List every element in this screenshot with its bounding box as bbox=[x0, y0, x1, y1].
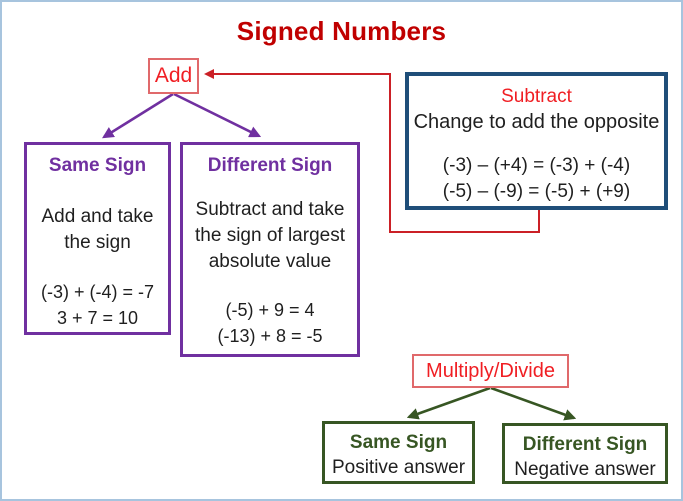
rule-line: the sign of largest bbox=[195, 225, 345, 246]
add-same-sign-title: Same Sign bbox=[48, 155, 147, 176]
example-line: (-5) + 9 = 4 bbox=[225, 300, 315, 320]
add-different-sign-rule: Subtract and take the sign of largest ab… bbox=[183, 197, 357, 275]
add-different-sign-box: Different Sign Subtract and take the sig… bbox=[180, 142, 360, 357]
page-title: Signed Numbers bbox=[236, 16, 447, 46]
subtract-examples: (-3) – (+4) = (-3) + (-4) (-5) – (-9) = … bbox=[409, 153, 664, 205]
add-different-sign-title: Different Sign bbox=[207, 155, 333, 176]
subtract-example-1: (-3) – (+4) = (-3) + (-4) bbox=[442, 155, 631, 176]
add-node-label: Add bbox=[154, 64, 193, 87]
add-same-sign-box: Same Sign Add and take the sign (-3) + (… bbox=[24, 142, 171, 335]
rule-line: the sign bbox=[64, 232, 131, 253]
multiply-same-sign-rule: Positive answer bbox=[331, 457, 466, 478]
example-line: 3 + 7 = 10 bbox=[56, 308, 139, 328]
rule-line: Subtract and take bbox=[195, 199, 345, 220]
multiply-different-sign-rule: Negative answer bbox=[514, 459, 656, 480]
add-same-sign-rule: Add and take the sign bbox=[27, 204, 168, 256]
subtract-example-2: (-5) – (-9) = (-5) + (+9) bbox=[442, 181, 631, 202]
add-to-same-sign-arrow bbox=[102, 92, 174, 139]
multiply-divide-label: Multiply/Divide bbox=[426, 359, 555, 382]
muldiv-to-same-sign-arrow bbox=[406, 386, 491, 420]
add-same-sign-examples: (-3) + (-4) = -7 3 + 7 = 10 bbox=[27, 279, 168, 331]
multiply-different-sign-box: Different Sign Negative answer bbox=[502, 423, 668, 484]
multiply-divide-node: Multiply/Divide bbox=[412, 354, 569, 388]
example-line: (-3) + (-4) = -7 bbox=[40, 282, 155, 302]
multiply-same-sign-box: Same Sign Positive answer bbox=[322, 421, 475, 484]
multiply-same-sign-title: Same Sign bbox=[349, 432, 448, 453]
subtract-rule: Change to add the opposite bbox=[413, 111, 660, 133]
multiply-different-sign-title: Different Sign bbox=[522, 434, 648, 455]
subtract-box: Subtract Change to add the opposite (-3)… bbox=[405, 72, 668, 210]
rule-line: absolute value bbox=[208, 251, 332, 272]
add-node: Add bbox=[148, 58, 199, 94]
add-different-sign-examples: (-5) + 9 = 4 (-13) + 8 = -5 bbox=[183, 297, 357, 349]
muldiv-to-different-sign-arrow bbox=[490, 386, 577, 421]
rule-line: Add and take bbox=[41, 206, 154, 227]
example-line: (-13) + 8 = -5 bbox=[217, 326, 323, 346]
add-to-different-sign-arrow bbox=[173, 92, 262, 138]
subtract-title: Subtract bbox=[501, 86, 572, 107]
